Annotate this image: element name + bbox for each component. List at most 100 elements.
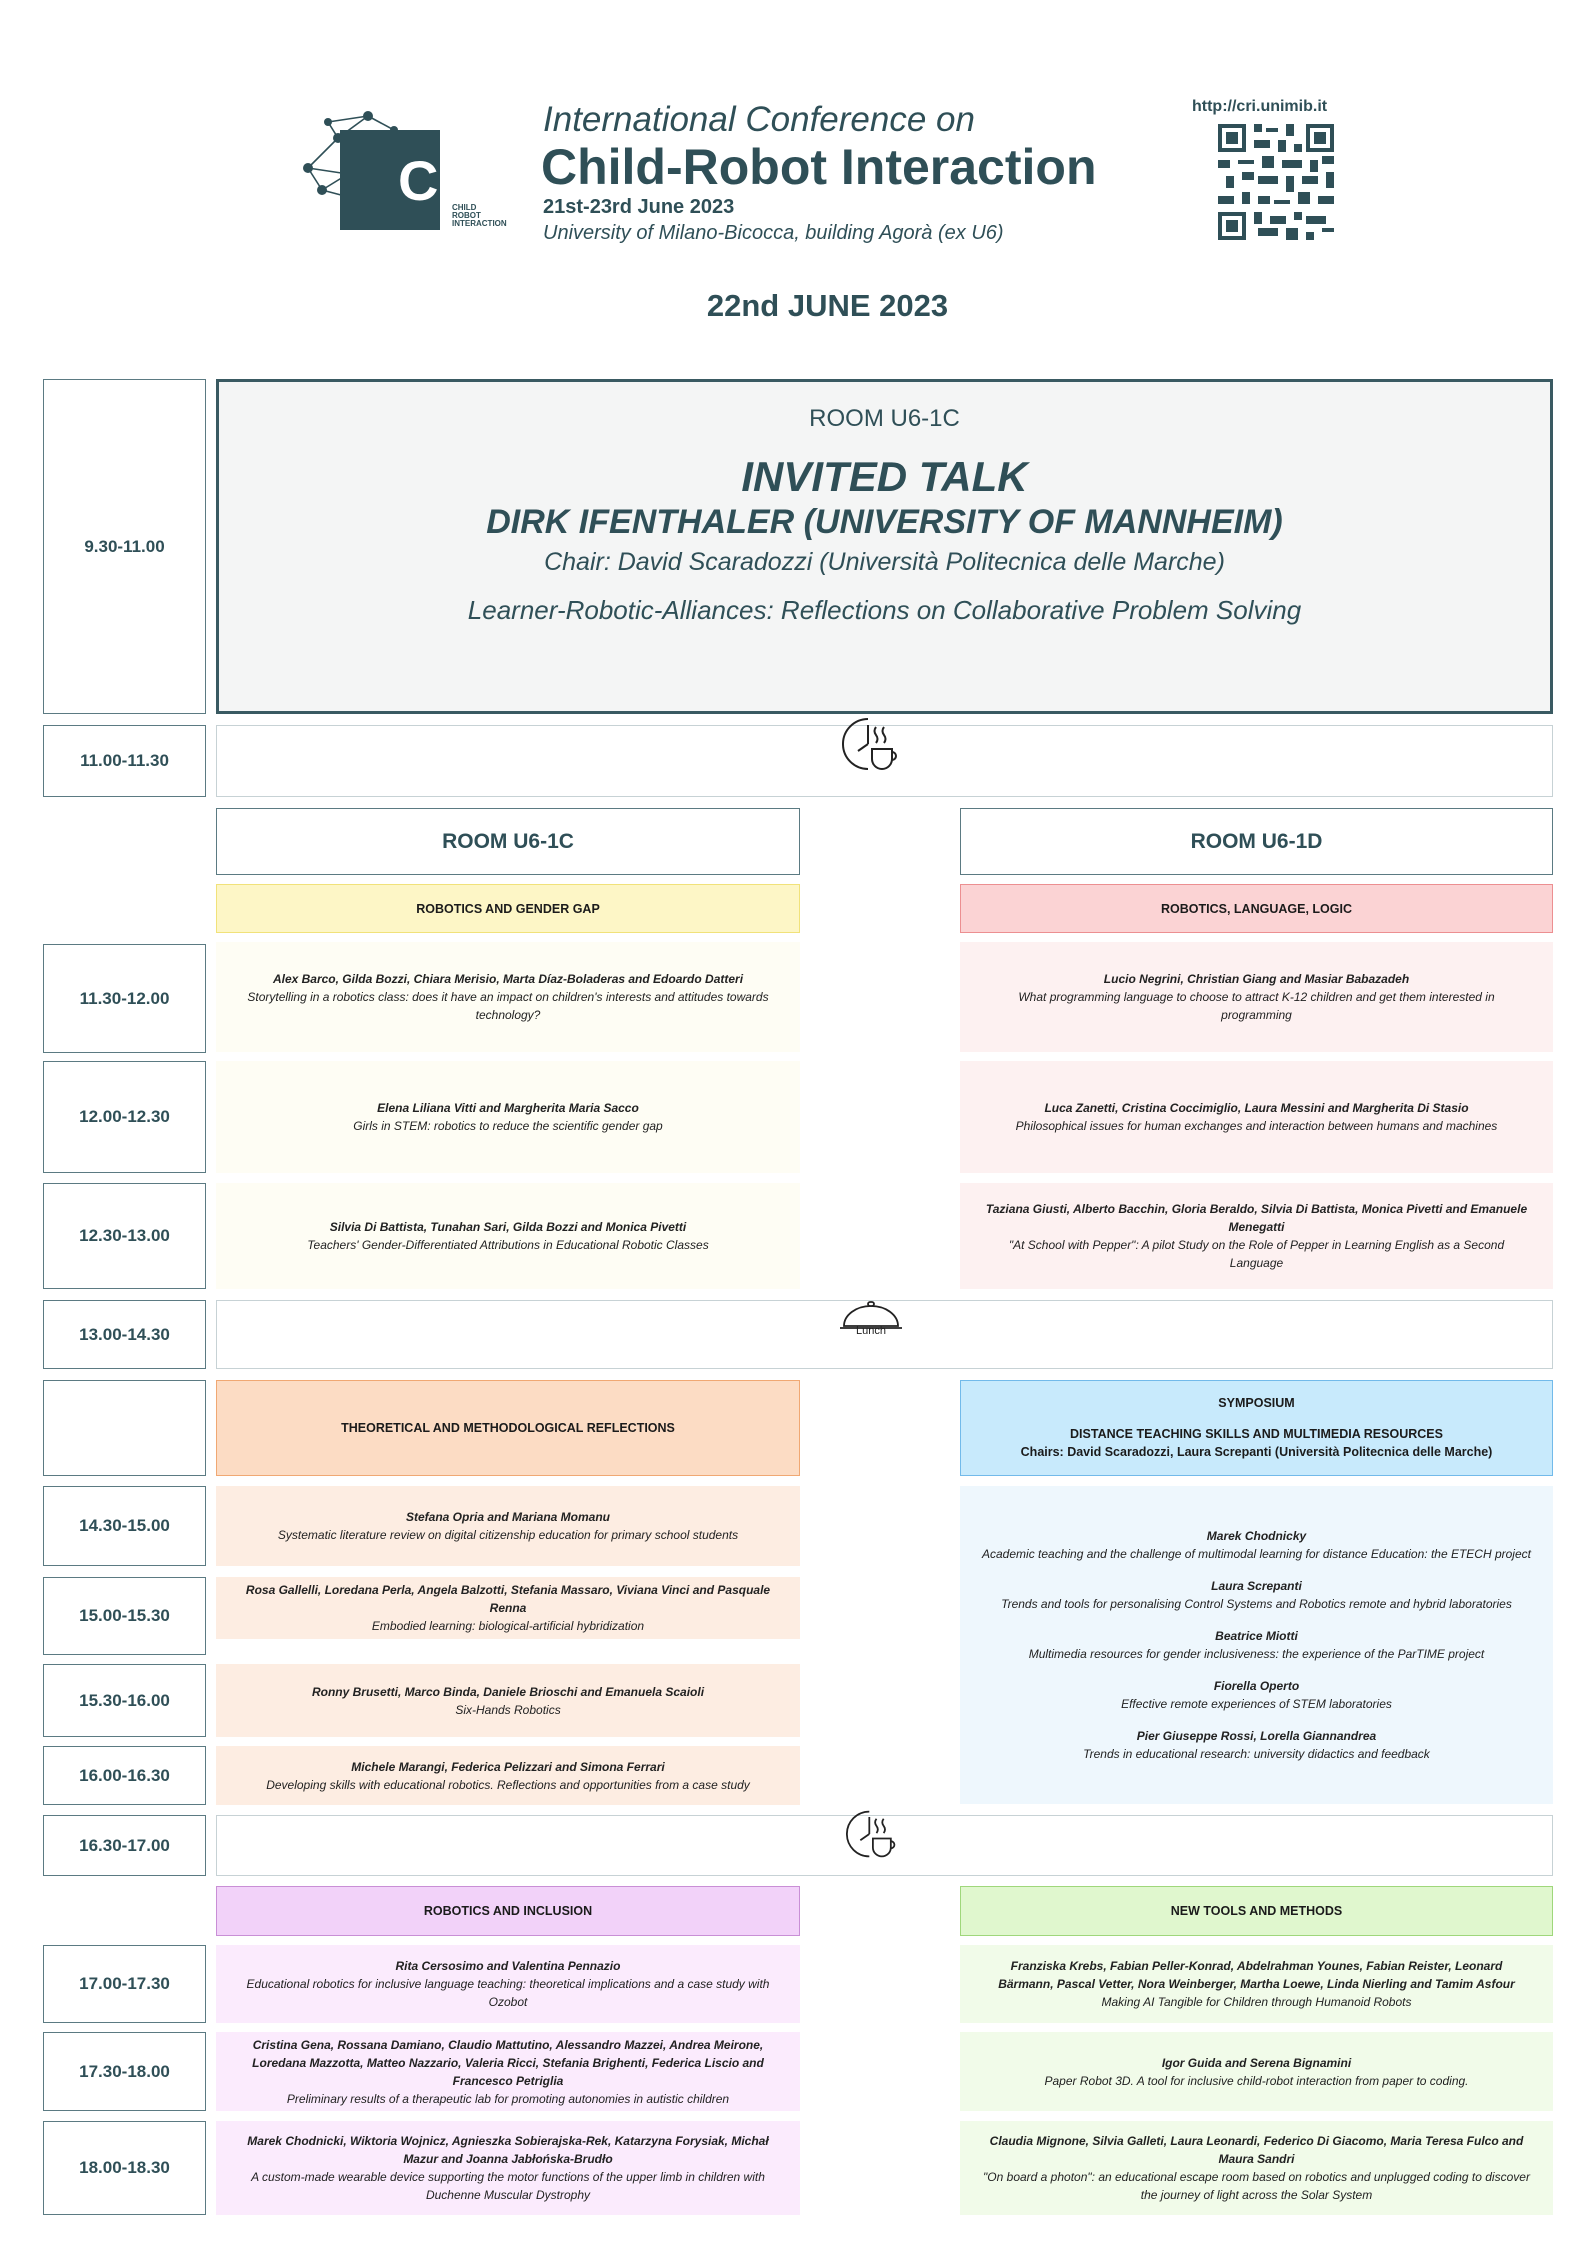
paper-entry: Claudia Mignone, Silvia Galleti, Laura L… — [960, 2121, 1553, 2215]
time-slot: 16.30-17.00 — [43, 1815, 206, 1876]
day-title: 22nd JUNE 2023 — [706, 288, 949, 323]
coffee-break-box — [216, 1815, 1553, 1876]
paper-authors: Rita Cersosimo and Valentina Pennazio — [395, 1959, 621, 1973]
paper-entry: Igor Guida and Serena Bignamini Paper Ro… — [960, 2032, 1553, 2111]
time-slot: 15.00-15.30 — [43, 1577, 206, 1655]
paper-authors: Alex Barco, Gilda Bozzi, Chiara Merisio,… — [272, 972, 744, 986]
symposium-label: SYMPOSIUM — [1218, 1395, 1295, 1410]
symposium-talk: Marek Chodnicky Academic teaching and th… — [982, 1527, 1531, 1563]
paper-title: Girls in STEM: robotics to reduce the sc… — [353, 1119, 663, 1133]
symposium-talk-title: Effective remote experiences of STEM lab… — [1121, 1697, 1392, 1711]
paper-authors: Rosa Gallelli, Loredana Perla, Angela Ba… — [245, 1583, 771, 1615]
room-header-right: ROOM U6-1D — [960, 808, 1553, 875]
lunch-icon — [838, 1298, 904, 1344]
paper-authors: Silvia Di Battista, Tunahan Sari, Gilda … — [329, 1220, 687, 1234]
conference-venue: University of Milano-Bicocca, building A… — [543, 222, 1004, 244]
session-title: ROBOTICS, LANGUAGE, LOGIC — [960, 884, 1553, 933]
symposium-talk-title: Trends in educational research: universi… — [1083, 1747, 1430, 1761]
symposium-talk: Laura Screpanti Trends and tools for per… — [1001, 1577, 1512, 1613]
time-slot: 16.00-16.30 — [43, 1746, 206, 1805]
time-slot: 13.00-14.30 — [43, 1300, 206, 1369]
paper-authors: Taziana Giusti, Alberto Bacchin, Gloria … — [985, 1202, 1528, 1234]
coffee-break-icon — [846, 1808, 898, 1860]
time-slot-empty — [43, 1380, 206, 1476]
paper-entry: Silvia Di Battista, Tunahan Sari, Gilda … — [216, 1183, 800, 1289]
symposium-talk-author: Fiorella Operto — [1213, 1679, 1300, 1693]
conference-logo — [298, 108, 518, 236]
paper-authors: Michele Marangi, Federica Pelizzari and … — [351, 1759, 665, 1774]
invited-talk-box: ROOM U6-1C INVITED TALK DIRK IFENTHALER … — [216, 379, 1553, 714]
paper-entry: Rosa Gallelli, Loredana Perla, Angela Ba… — [216, 1577, 800, 1639]
time-slot: 11.30-12.00 — [43, 944, 206, 1053]
symposium-talk-title: Academic teaching and the challenge of m… — [982, 1547, 1531, 1561]
symposium-talk-author: Marek Chodnicky — [1206, 1529, 1307, 1543]
logo-text: CRI — [398, 149, 492, 212]
paper-authors: Luca Zanetti, Cristina Coccimiglio, Laur… — [1044, 1101, 1469, 1115]
paper-title: Philosophical issues for human exchanges… — [1015, 1119, 1498, 1133]
paper-title: Educational robotics for inclusive langu… — [246, 1977, 770, 2009]
session-title: ROBOTICS AND GENDER GAP — [216, 884, 800, 933]
paper-title: "At School with Pepper": A pilot Study o… — [1008, 1238, 1505, 1270]
qr-code-icon — [1218, 124, 1334, 240]
paper-title: Preliminary results of a therapeutic lab… — [286, 2091, 730, 2106]
paper-authors: Claudia Mignone, Silvia Galleti, Laura L… — [989, 2134, 1524, 2166]
time-slot: 12.30-13.00 — [43, 1183, 206, 1289]
paper-authors: Franziska Krebs, Fabian Peller-Konrad, A… — [998, 1959, 1515, 1991]
paper-entry: Lucio Negrini, Christian Giang and Masia… — [960, 942, 1553, 1052]
paper-entry: Cristina Gena, Rossana Damiano, Claudio … — [216, 2032, 800, 2111]
invited-chair: Chair: David Scaradozzi (Università Poli… — [544, 548, 1225, 576]
paper-entry: Taziana Giusti, Alberto Bacchin, Gloria … — [960, 1183, 1553, 1289]
symposium-talk-title: Trends and tools for personalising Contr… — [1001, 1597, 1512, 1611]
paper-entry: Luca Zanetti, Cristina Coccimiglio, Laur… — [960, 1061, 1553, 1173]
lunch-label: Lunch — [856, 1325, 886, 1337]
paper-entry: Ronny Brusetti, Marco Binda, Daniele Bri… — [216, 1664, 800, 1737]
symposium-talk: Pier Giuseppe Rossi, Lorella Giannandrea… — [1083, 1727, 1430, 1763]
paper-authors: Igor Guida and Serena Bignamini — [1161, 2055, 1352, 2070]
session-title: THEORETICAL AND METHODOLOGICAL REFLECTIO… — [216, 1380, 800, 1476]
network-logo-icon — [303, 111, 440, 230]
paper-authors: Stefana Opria and Mariana Momanu — [405, 1510, 611, 1524]
paper-entry: Franziska Krebs, Fabian Peller-Konrad, A… — [960, 1945, 1553, 2023]
paper-title: What programming language to choose to a… — [1018, 990, 1495, 1022]
conference-title: Child-Robot Interaction — [541, 139, 1097, 195]
conference-subtitle: International Conference on — [543, 100, 975, 139]
paper-title: Systematic literature review on digital … — [277, 1528, 739, 1542]
paper-entry: Michele Marangi, Federica Pelizzari and … — [216, 1746, 800, 1805]
paper-entry: Marek Chodnicki, Wiktoria Wojnicz, Agnie… — [216, 2121, 800, 2215]
time-slot: 14.30-15.00 — [43, 1486, 206, 1566]
paper-entry: Rita Cersosimo and Valentina Pennazio Ed… — [216, 1945, 800, 2023]
symposium-chairs: Chairs: David Scaradozzi, Laura Screpant… — [1020, 1445, 1493, 1460]
paper-title: Embodied learning: biological-artificial… — [371, 1619, 645, 1633]
invited-talk-title: Learner-Robotic-Alliances: Reflections o… — [467, 595, 1302, 625]
symposium-talks: Marek Chodnicky Academic teaching and th… — [960, 1486, 1553, 1804]
paper-authors: Lucio Negrini, Christian Giang and Masia… — [1103, 972, 1410, 986]
website-url[interactable]: http://cri.unimib.it — [1192, 98, 1328, 115]
symposium-talk: Beatrice Miotti Multimedia resources for… — [1029, 1627, 1485, 1663]
invited-room: ROOM U6-1C — [809, 405, 960, 432]
qr-code[interactable] — [1218, 124, 1334, 240]
time-slot: 17.30-18.00 — [43, 2032, 206, 2111]
time-slot: 18.00-18.30 — [43, 2121, 206, 2215]
time-slot: 17.00-17.30 — [43, 1945, 206, 2023]
session-title: NEW TOOLS AND METHODS — [960, 1886, 1553, 1936]
symposium-header: SYMPOSIUM DISTANCE TEACHING SKILLS AND M… — [960, 1380, 1553, 1476]
time-slot: 12.00-12.30 — [43, 1061, 206, 1173]
paper-authors: Ronny Brusetti, Marco Binda, Daniele Bri… — [311, 1684, 705, 1699]
paper-title: Developing skills with educational robot… — [266, 1777, 750, 1792]
time-slot: 15.30-16.00 — [43, 1664, 206, 1737]
session-title: ROBOTICS AND INCLUSION — [216, 1886, 800, 1936]
paper-title: A custom-made wearable device supporting… — [251, 2170, 765, 2202]
paper-authors: Cristina Gena, Rossana Damiano, Claudio … — [252, 2037, 764, 2088]
paper-title: "On board a photon": an educational esca… — [983, 2170, 1530, 2202]
symposium-talk-author: Pier Giuseppe Rossi, Lorella Giannandrea — [1136, 1729, 1377, 1743]
paper-entry: Elena Liliana Vitti and Margherita Maria… — [216, 1061, 800, 1173]
invited-speaker: DIRK IFENTHALER (UNIVERSITY OF MANNHEIM) — [486, 503, 1283, 541]
paper-entry: Stefana Opria and Mariana Momanu Systema… — [216, 1486, 800, 1566]
symposium-talk-author: Laura Screpanti — [1211, 1579, 1302, 1593]
paper-entry: Alex Barco, Gilda Bozzi, Chiara Merisio,… — [216, 942, 800, 1052]
room-header-left: ROOM U6-1C — [216, 808, 800, 875]
paper-authors: Marek Chodnicki, Wiktoria Wojnicz, Agnie… — [247, 2134, 769, 2166]
time-slot: 11.00-11.30 — [43, 725, 206, 797]
logo-small-text: CHILD ROBOT INTERACTION — [452, 203, 507, 228]
paper-title: Making AI Tangible for Children through … — [1101, 1995, 1412, 2009]
